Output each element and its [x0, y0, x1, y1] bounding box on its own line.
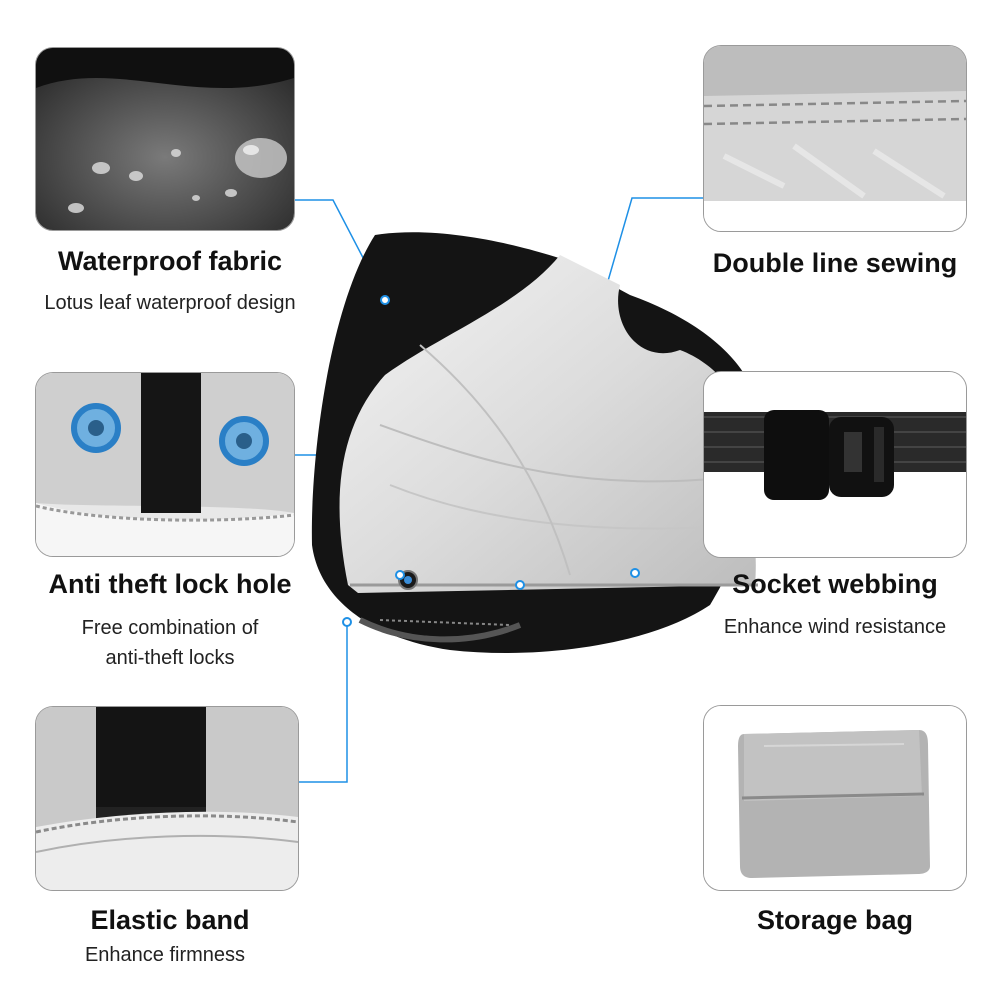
anti-theft-lock-hole-photo [35, 372, 295, 557]
double-line-sewing-photo [703, 45, 967, 232]
buckle-icon [764, 410, 829, 500]
bicycle-cover-image [311, 232, 762, 653]
socket-webbing-photo [703, 371, 967, 558]
sewing-title: Double line sewing [712, 248, 958, 278]
waterproof-title: Waterproof fabric [57, 246, 282, 276]
waterproof-desc: Lotus leaf waterproof design [44, 292, 296, 314]
elastic-band-title: Elastic band [90, 905, 250, 935]
webbing-title: Socket webbing [732, 569, 938, 599]
elastic-band-photo [35, 706, 299, 891]
storage-bag-title: Storage bag [756, 905, 914, 935]
lock-hole-desc-line1: Free combination of [81, 617, 259, 639]
lock-hole-desc-line2: anti-theft locks [105, 647, 235, 669]
elastic-band-desc: Enhance firmness [84, 944, 246, 966]
lock-hole-title: Anti theft lock hole [48, 569, 292, 599]
webbing-desc: Enhance wind resistance [723, 616, 947, 638]
storage-bag-photo [703, 705, 967, 891]
waterproof-fabric-photo [35, 47, 295, 231]
